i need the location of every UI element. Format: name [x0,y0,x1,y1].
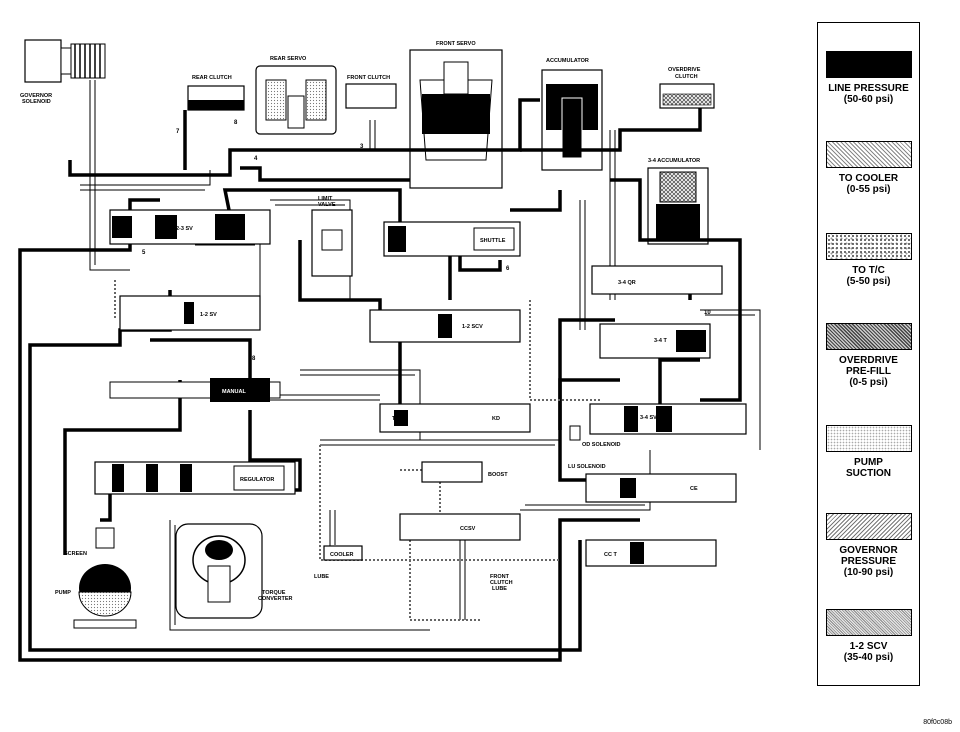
svg-text:MANUAL: MANUAL [222,389,246,395]
legend-swatch [825,609,912,636]
svg-text:REAR SERVO: REAR SERVO [270,56,307,62]
svg-text:7: 7 [176,129,180,135]
boost-valve: BOOST [421,461,508,483]
svg-text:10: 10 [704,310,711,316]
legend-overdrive-prefill: OVERDRIVE PRE-FILL (0-5 psi) [818,323,919,388]
legend-swatch [825,323,912,350]
svg-text:4: 4 [254,156,258,162]
front-clutch: FRONT CLUTCH [345,75,397,109]
valve-2-3-sv: 2-3 SV [109,209,271,245]
legend-swatch [825,513,912,540]
legend-label: 1-2 SCV (35-40 psi) [843,641,894,663]
legend-governor-pressure: GOVERNOR PRESSURE (10-90 psi) [818,513,919,578]
svg-text:6: 6 [506,266,510,272]
legend-line-pressure: LINE PRESSURE (50-60 psi) [818,51,919,105]
svg-text:SCREEN: SCREEN [64,551,87,557]
line-pressure-passages [18,98,742,662]
accumulator: ACCUMULATOR [541,58,603,171]
rear-clutch: REAR CLUTCH [187,75,245,111]
front-clutch-lube-label: FRONT CLUTCH LUBE [490,574,514,592]
pressure-legend: LINE PRESSURE (50-60 psi) TO COOLER (0-5… [817,22,920,686]
pump: SCREEN PUMP [55,527,137,629]
svg-text:ACCUMULATOR: ACCUMULATOR [546,58,589,64]
legend-label: GOVERNOR PRESSURE (10-90 psi) [839,545,898,578]
svg-text:REGULATOR: REGULATOR [240,477,274,483]
legend-label: TO COOLER (0-55 psi) [838,173,899,195]
svg-text:REAR CLUTCH: REAR CLUTCH [192,75,232,81]
svg-text:3-4 SV: 3-4 SV [640,415,657,421]
svg-text:5: 5 [142,250,146,256]
svg-text:BOOST: BOOST [488,472,508,478]
legend-label: OVERDRIVE PRE-FILL (0-5 psi) [839,355,898,388]
shuttle-valve: SHUTTLE [383,221,521,257]
valve-3-4-qr: 3-4 QR [591,265,723,295]
legend-swatch [825,141,912,168]
svg-text:COOLER: COOLER [330,552,354,558]
svg-text:3-4 ACCUMULATOR: 3-4 ACCUMULATOR [648,158,700,164]
manual-valve: MANUAL [109,378,281,402]
governor-solenoid-label: GOVERNOR SOLENOID [20,93,54,105]
legend-label: TO T/C (5-50 psi) [846,265,891,287]
legend-label: LINE PRESSURE (50-60 psi) [828,83,909,105]
svg-text:KD: KD [492,416,500,422]
svg-text:3-4 T: 3-4 T [654,338,667,344]
svg-text:LU SOLENOID: LU SOLENOID [568,464,606,470]
front-servo: FRONT SERVO [409,41,503,189]
cooler: COOLER LUBE [314,545,363,580]
legend-swatch [825,233,912,260]
svg-text:CC T: CC T [604,552,617,558]
legend-to-tc: TO T/C (5-50 psi) [818,233,919,287]
valve-3-4-t: 3-4 T [599,323,711,359]
overdrive-clutch-label: OVERDRIVE CLUTCH [668,67,702,80]
legend-to-cooler: TO COOLER (0-55 psi) [818,141,919,195]
hydraulic-circuit-diagram: GOVERNOR SOLENOID REAR CLUTCH REAR SERVO… [18,39,761,662]
regulator-valve: REGULATOR [94,461,296,495]
limit-valve-label: LIMIT VALVE [318,196,336,208]
svg-text:CCSV: CCSV [460,526,476,532]
rear-servo: REAR SERVO [255,56,337,135]
legend-swatch [825,425,912,452]
front-clutch-lube: FRONT CLUTCH LUBE [490,574,514,592]
svg-text:1-2 SCV: 1-2 SCV [462,324,483,330]
governor-solenoid: GOVERNOR SOLENOID [20,39,106,105]
valve-1-2-sv: 1-2 SV [119,295,261,331]
svg-text:PUMP: PUMP [55,590,71,596]
svg-text:1-2 SV: 1-2 SV [200,312,217,318]
limit-valve: LIMIT VALVE [311,196,353,277]
svg-text:3-4 QR: 3-4 QR [618,280,636,286]
overdrive-clutch: OVERDRIVE CLUTCH [659,67,715,109]
svg-text:OD SOLENOID: OD SOLENOID [582,442,621,448]
callouts: 7 8 3 4 5 6 8 10 [142,120,711,362]
lu-solenoid: LU SOLENOID CE [568,464,737,503]
torque-converter: TORQUE CONVERTER [175,523,293,619]
cc-t-valve: CC T [585,539,717,567]
legend-1-2-scv: 1-2 SCV (35-40 psi) [818,609,919,663]
legend-pump-suction: PUMP SUCTION [818,425,919,479]
svg-text:FRONT CLUTCH: FRONT CLUTCH [347,75,390,81]
svg-text:2-3 SV: 2-3 SV [176,226,193,232]
legend-label: PUMP SUCTION [846,457,891,479]
svg-text:CE: CE [690,486,698,492]
svg-text:LUBE: LUBE [314,574,329,580]
svg-text:FRONT SERVO: FRONT SERVO [436,41,476,47]
legend-swatch [825,51,912,78]
svg-text:SHUTTLE: SHUTTLE [480,238,506,244]
svg-text:8: 8 [234,120,238,126]
accumulator-3-4: 3-4 ACCUMULATOR [647,158,709,245]
ccsv-valve: CCSV [399,513,521,541]
figure-code: 80f0c08b [923,719,952,726]
svg-text:THR: THR [392,416,403,422]
svg-text:8: 8 [252,356,256,362]
od-solenoid: OD SOLENOID [569,425,621,448]
valve-thr-kd: THR KD [379,403,531,433]
valve-1-2-scv: 1-2 SCV [369,309,521,343]
torque-converter-label: TORQUE CONVERTER [258,590,293,602]
svg-text:3: 3 [360,144,364,150]
valve-3-4-sv: 3-4 SV [589,403,747,435]
